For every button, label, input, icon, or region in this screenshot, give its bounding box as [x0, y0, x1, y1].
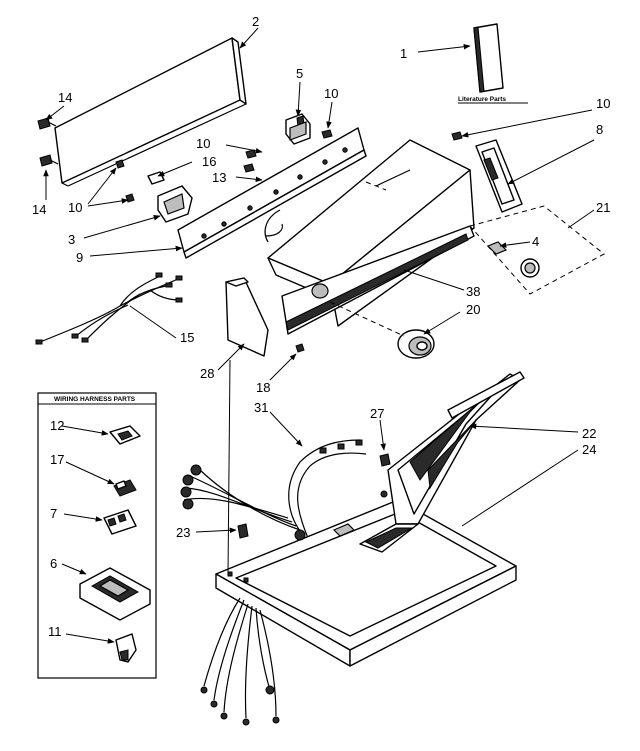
connector-part-7[interactable] [103, 509, 137, 535]
screw-10-top[interactable] [245, 149, 257, 159]
callout-1: 1 [400, 46, 407, 61]
screw-10-upper[interactable] [321, 129, 333, 139]
panel-back-part[interactable] [54, 37, 247, 187]
callout-28: 28 [200, 366, 214, 381]
callout-15: 15 [180, 330, 194, 345]
callout-4: 4 [532, 234, 539, 249]
callout-13: 13 [212, 170, 226, 185]
callout-10-mid: 10 [196, 136, 210, 151]
connector-part-11[interactable] [115, 633, 137, 663]
screw-14-upper[interactable] [37, 117, 57, 130]
callout-18: 18 [256, 380, 270, 395]
bumper-part-27[interactable] [379, 453, 391, 467]
wiring-harness-part-15[interactable] [35, 272, 183, 345]
timer-part-5[interactable] [285, 113, 311, 145]
switch-part-16[interactable] [147, 171, 165, 185]
callout-20: 20 [466, 302, 480, 317]
callout-17: 17 [50, 452, 64, 467]
callout-7: 7 [50, 506, 57, 521]
callout-9: 9 [76, 250, 83, 265]
callout-23: 23 [176, 525, 190, 540]
callout-2: 2 [252, 14, 259, 29]
wiring-harness-parts-label: WIRING HARNESS PARTS [54, 396, 136, 403]
callout-38: 38 [466, 284, 480, 299]
screw-14-lower[interactable] [39, 154, 59, 167]
callout-3: 3 [68, 232, 75, 247]
lint-screen-part-22[interactable] [359, 371, 525, 553]
callout-12: 12 [50, 418, 64, 433]
switch-part-3[interactable] [157, 185, 193, 223]
callout-numbers: 1 2 5 10 14 10 8 10 16 13 10 14 21 3 4 9… [32, 14, 610, 639]
screw-10-left-b[interactable] [125, 193, 135, 203]
screw-13[interactable] [243, 163, 255, 173]
screw-18[interactable] [295, 343, 305, 353]
leader-lines [43, 27, 595, 644]
callout-16: 16 [202, 154, 216, 169]
console-part[interactable] [267, 139, 475, 335]
wire-harness-part-31[interactable] [180, 439, 367, 539]
connector-part-17[interactable] [113, 479, 137, 497]
bottom-harness-wires [200, 597, 280, 726]
knob-part-20[interactable] [397, 329, 435, 359]
clip-part-23[interactable] [237, 523, 249, 539]
connector-part-12[interactable] [109, 425, 141, 445]
literature-parts-label: Literature Parts [458, 96, 506, 103]
callout-14-upper: 14 [58, 90, 72, 105]
callout-10-upper: 10 [324, 86, 338, 101]
wiring-harness-parts-box: WIRING HARNESS PARTS [37, 392, 157, 679]
callout-8: 8 [596, 122, 603, 137]
terminal-block-part-6[interactable] [79, 567, 151, 621]
side-bracket-part-28[interactable] [225, 277, 269, 357]
kit-21-dashed-outline [469, 205, 605, 295]
callout-24: 24 [582, 442, 596, 457]
end-cap-part[interactable] [475, 139, 523, 213]
callout-11: 11 [48, 624, 62, 639]
callout-14-lower: 14 [32, 202, 46, 217]
callout-21: 21 [596, 200, 610, 215]
knob-part-4[interactable] [486, 241, 540, 278]
control-bracket-part[interactable] [177, 127, 367, 259]
screw-10-left-a[interactable] [115, 159, 125, 169]
screw-10-right[interactable] [451, 131, 463, 141]
callout-6: 6 [50, 556, 57, 571]
callout-10-left: 10 [68, 200, 82, 215]
callout-10-right: 10 [596, 96, 610, 111]
callout-31: 31 [254, 400, 268, 415]
callout-5: 5 [296, 66, 303, 81]
literature-booklet-part[interactable] [473, 23, 504, 93]
callout-27: 27 [370, 406, 384, 421]
callout-22: 22 [582, 426, 596, 441]
top-panel-part-24[interactable] [215, 490, 517, 667]
